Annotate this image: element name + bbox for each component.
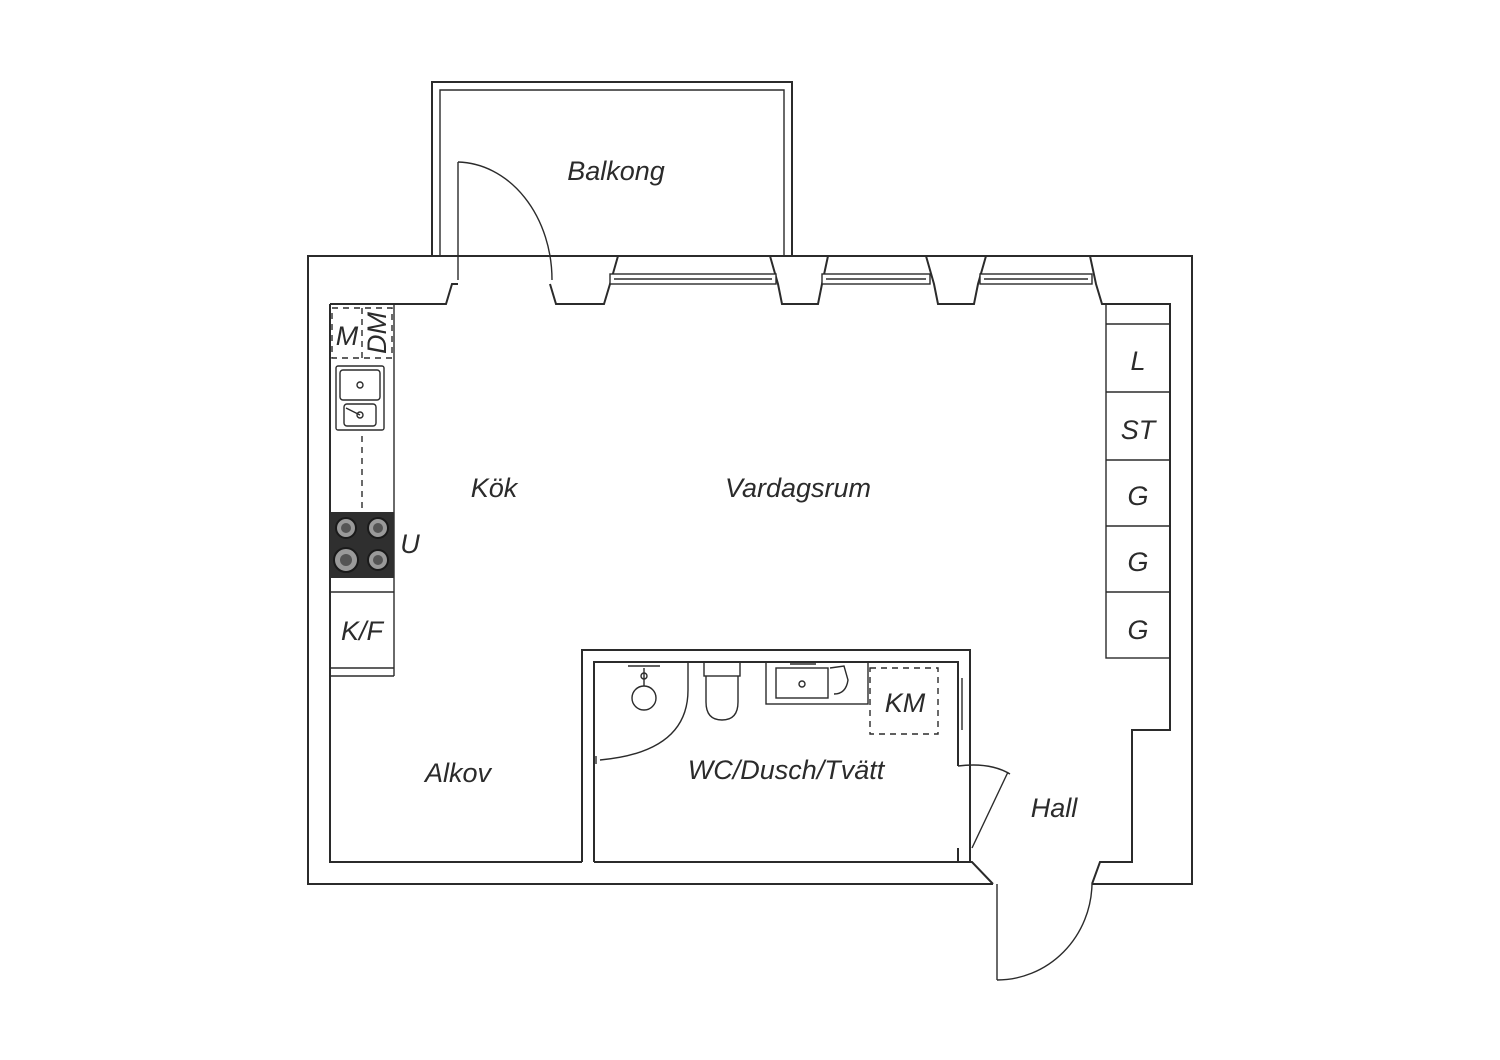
entrance-door-swing: [996, 883, 1093, 981]
bathroom: [581, 649, 1011, 862]
wardrobes: [1105, 303, 1171, 659]
room-label-wc: WC/Dusch/Tvätt: [688, 755, 886, 785]
fixture-label-oven: U: [400, 529, 420, 559]
entrance-door: [996, 883, 1093, 981]
exterior-walls: [307, 255, 1193, 885]
kitchen-counter: [330, 304, 395, 677]
room-label-balkong: Balkong: [567, 156, 665, 186]
fixture-label-wardrobe-3: G: [1127, 615, 1148, 645]
fixture-label-linen: L: [1130, 346, 1145, 376]
washbasin-icon: [765, 661, 869, 705]
shower-curtain: [599, 662, 689, 761]
fixture-label-fridge-freezer: K/F: [341, 616, 385, 646]
toilet-icon: [703, 661, 741, 721]
fixture-label-wardrobe-1: G: [1127, 481, 1148, 511]
stove-icon: [330, 512, 394, 578]
fixture-label-dishwasher: DM: [362, 312, 392, 354]
room-label-alkov: Alkov: [423, 758, 493, 788]
fixture-label-microwave: M: [336, 321, 359, 351]
room-label-kok: Kök: [471, 473, 519, 503]
fixture-label-storage: ST: [1121, 415, 1158, 445]
room-label-hall: Hall: [1031, 793, 1079, 823]
bathroom-door-leaf: [971, 771, 1009, 849]
fixture-label-washing-machine: KM: [885, 688, 926, 718]
bathroom-door-swing: [957, 764, 1011, 775]
sink-icon: [335, 365, 385, 431]
fixture-label-wardrobe-2: G: [1127, 547, 1148, 577]
room-label-vardagsrum: Vardagsrum: [725, 473, 871, 503]
washing-machine-box: [869, 667, 939, 735]
balcony-door-swing: [457, 161, 553, 281]
shower-icon: [628, 665, 660, 711]
windows: [609, 273, 1093, 285]
